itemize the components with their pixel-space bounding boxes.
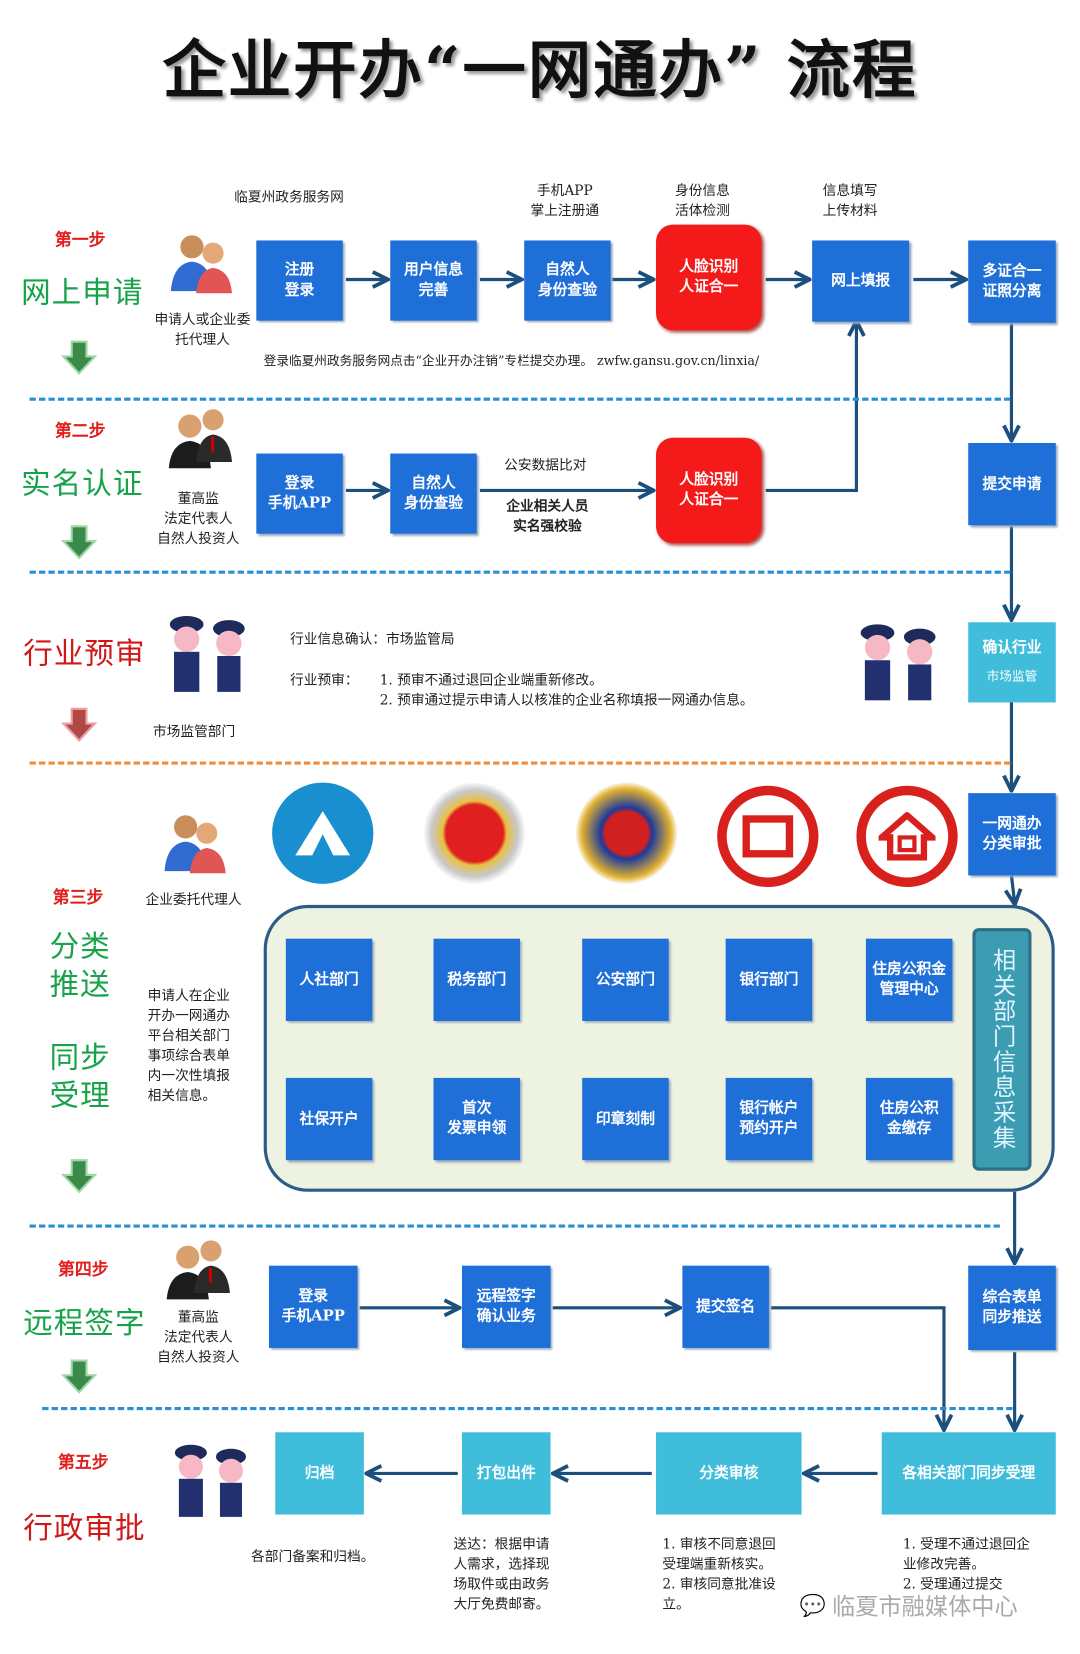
executives-icon [166, 1240, 230, 1300]
bank-logo [717, 785, 819, 888]
step2-label: 第二步 [54, 420, 106, 441]
package-note: 送达：根据申请人需求，选择现场取件或由政务大厅免费邮寄。 [453, 1536, 550, 1613]
box-title: 确认行业 [982, 639, 1042, 657]
step2-actor: 董高监 法定代表人 自然人投资人 [157, 491, 240, 548]
face-recognition-box[interactable]: 人脸识别 人证合一 [656, 224, 762, 331]
step3-phase-accept: 同步 受理 [49, 1039, 111, 1113]
step3-actor: 企业委托代理人 [145, 892, 242, 909]
service-bank-account-box[interactable]: 银行帐户 预约开户 [725, 1077, 813, 1161]
police-icon [169, 615, 245, 692]
review-note: 1. 审核不同意退回受理端重新核实。 2. 审核同意批准设立。 [662, 1536, 776, 1613]
housing-fund-logo [856, 785, 958, 888]
step1-label: 第一步 [54, 229, 106, 250]
arrow [770, 1306, 944, 1428]
watermark-text: 临夏市融媒体中心 [832, 1594, 1018, 1622]
step3-description: 申请人在企业开办一网通办平台相关部门事项综合表单内一次性填报相关信息。 [147, 988, 230, 1105]
identity-check-box[interactable]: 自然人 身份查验 [390, 453, 477, 534]
industry-confirm: 行业信息确认：市场监管局 [290, 631, 455, 648]
real-name-note: 企业相关人员 实名强校验 [506, 498, 589, 535]
divider [29, 397, 1011, 401]
arrow [1011, 875, 1014, 902]
top-label: 临夏州政务服务网 [234, 189, 344, 206]
step5-label: 第五步 [58, 1452, 109, 1473]
prereview-phase: 行业预审 [23, 635, 146, 671]
divider [29, 1224, 1000, 1228]
classified-review-box[interactable]: 分类审核 [656, 1432, 802, 1515]
police-icon [860, 624, 936, 701]
executives-icon [168, 409, 233, 469]
top-label: 信息填写 上传材料 [822, 183, 878, 220]
remote-sign-box[interactable]: 远程签字 确认业务 [461, 1265, 551, 1348]
page-title: 企业开办“一网通办” 流程 [162, 33, 918, 108]
applicants-icon [170, 235, 233, 294]
archive-box[interactable]: 归档 [275, 1432, 364, 1515]
review-item: 1. 预审不通过退回企业端重新修改。 [379, 672, 603, 689]
tax-emblem-logo [423, 782, 526, 884]
login-app-box[interactable]: 登录 手机APP [256, 453, 343, 534]
step4-phase: 远程签字 [23, 1305, 146, 1341]
down-arrow-icon [61, 1359, 98, 1394]
step1-note: 登录临夏州政务服务网点击“企业开办注销”专栏提交办理。 zwfw.gansu.g… [263, 353, 760, 369]
social-security-logo [272, 782, 374, 884]
service-seal-box[interactable]: 印章刻制 [582, 1077, 669, 1161]
dept-tax-box[interactable]: 税务部门 [433, 938, 520, 1021]
submit-signature-box[interactable]: 提交签名 [682, 1265, 769, 1348]
divider [42, 1406, 1013, 1411]
multi-cert-box[interactable]: 多证合一 证照分离 [968, 240, 1056, 323]
watermark: 💬 临夏市融媒体中心 [799, 1588, 1017, 1622]
dept-hr-box[interactable]: 人社部门 [285, 938, 373, 1021]
step4-label: 第四步 [58, 1259, 109, 1280]
dept-police-box[interactable]: 公安部门 [582, 938, 669, 1021]
face-recognition-box[interactable]: 人脸识别 人证合一 [656, 437, 762, 544]
dept-housing-box[interactable]: 住房公积金 管理中心 [865, 938, 953, 1021]
dept-bank-box[interactable]: 银行部门 [725, 938, 813, 1021]
submit-application-box[interactable]: 提交申请 [968, 442, 1056, 526]
service-housing-fund-box[interactable]: 住房公积 金缴存 [865, 1077, 953, 1161]
info-collection-box[interactable]: 相关部门信息采集 [972, 928, 1032, 1171]
identity-check-box[interactable]: 自然人 身份查验 [524, 240, 611, 321]
agent-icon [164, 815, 226, 874]
archive-note: 各部门备案和归档。 [251, 1549, 375, 1566]
accept-note: 1. 受理不通过退回企业修改完善。 2. 受理通过提交 [902, 1536, 1030, 1593]
wechat-icon: 💬 [799, 1592, 826, 1618]
dept-accept-box[interactable]: 各相关部门同步受理 [881, 1432, 1056, 1515]
confirm-industry-box[interactable]: 确认行业 市场监管 [968, 622, 1056, 703]
top-label: 手机APP 掌上注册通 [530, 183, 600, 220]
review-item: 2. 预审通过提示申请人以核准的企业名称填报一网通办信息。 [379, 692, 754, 709]
step1-phase: 网上申请 [21, 275, 144, 311]
form-sync-box[interactable]: 综合表单 同步推送 [968, 1265, 1056, 1351]
register-login-box[interactable]: 注册 登录 [256, 240, 343, 321]
step3-phase-push: 分类 推送 [49, 929, 111, 1002]
police-badge-logo [575, 782, 678, 884]
down-arrow-icon [61, 707, 98, 742]
step3-label: 第三步 [52, 887, 104, 908]
step2-phase: 实名认证 [21, 466, 144, 501]
top-label: 身份信息 活体检测 [675, 183, 730, 220]
police-icon [174, 1444, 247, 1517]
step1-actor: 申请人或企业委托代理人 [154, 312, 251, 349]
down-arrow-icon [61, 340, 98, 375]
down-arrow-icon [61, 525, 98, 560]
arrow [765, 323, 857, 493]
package-box[interactable]: 打包出件 [461, 1432, 551, 1515]
login-app-box[interactable]: 登录 手机APP [268, 1265, 358, 1348]
user-info-box[interactable]: 用户信息 完善 [390, 240, 477, 321]
divider [29, 570, 1011, 574]
step4-actor: 董高监 法定代表人 自然人投资人 [157, 1309, 240, 1366]
service-social-box[interactable]: 社保开户 [285, 1077, 373, 1161]
online-filing-box[interactable]: 网上填报 [812, 240, 910, 322]
down-arrow-icon [61, 1159, 98, 1194]
edge-label: 公安数据比对 [504, 457, 587, 474]
classified-approval-box[interactable]: 一网通办 分类审批 [968, 793, 1056, 876]
step5-phase: 行政审批 [23, 1510, 146, 1546]
divider [29, 761, 1011, 765]
prereview-actor: 市场监管部门 [152, 724, 236, 741]
service-invoice-box[interactable]: 首次 发票申领 [433, 1077, 520, 1161]
box-subtitle: 市场监管 [986, 668, 1038, 684]
review-label: 行业预审： [290, 672, 359, 689]
